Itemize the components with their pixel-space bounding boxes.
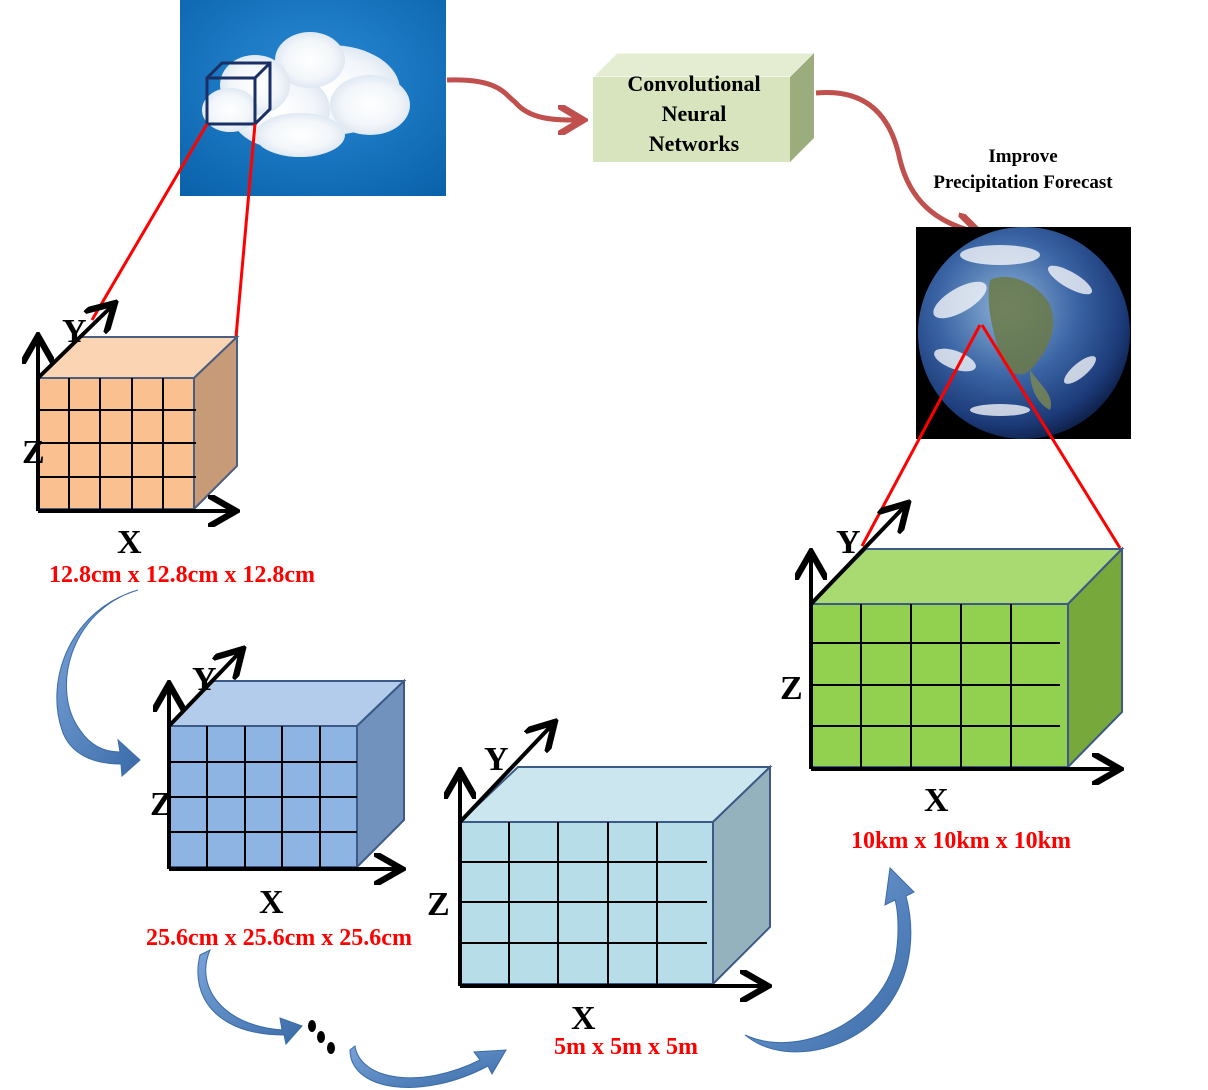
zoom-line-right: [234, 123, 257, 338]
arrow-cnn-to-earth: [815, 90, 975, 232]
arrow-lightblue-to-green: [744, 866, 915, 1053]
cloud-image: [180, 0, 446, 196]
cube-orange: Y Z X 12.8cm x 12.8cm x 12.8cm: [22, 306, 315, 588]
lightblue-axis-y: Y: [484, 741, 509, 778]
blue-axis-x: X: [259, 884, 284, 921]
orange-axis-z: Z: [22, 434, 45, 471]
lightblue-axis-z: Z: [427, 886, 450, 923]
blue-axis-y: Y: [192, 661, 217, 698]
blue-size-label: 25.6cm x 25.6cm x 25.6cm: [146, 925, 412, 951]
earth-zoom-line-right: [980, 324, 1122, 549]
blue-axis-z: Z: [150, 786, 173, 823]
cnn-box: Convolutional Neural Networks: [591, 52, 816, 162]
caption-line2: Precipitation Forecast: [933, 172, 1113, 193]
green-size-label: 10km x 10km x 10km: [851, 828, 1071, 854]
arrow-orange-to-blue: [56, 589, 141, 778]
cube-lightblue: Y Z X 5m x 5m x 5m: [427, 725, 773, 1060]
cnn-label-line3: Networks: [649, 131, 740, 156]
arrow-ellipsis-to-lightblue: [349, 1045, 507, 1088]
cnn-label-line1: Convolutional: [627, 71, 760, 96]
orange-axis-x: X: [117, 524, 142, 561]
caption-line1: Improve: [988, 146, 1057, 167]
cnn-label-line2: Neural: [662, 101, 727, 126]
arrow-cloud-to-cnn: [446, 77, 578, 120]
sample-cube-icon: [205, 61, 272, 126]
orange-axis-y: Y: [62, 313, 87, 350]
cube-green: Y Z X 10km x 10km x 10km: [780, 506, 1125, 854]
arrow-blue-to-ellipsis: [197, 948, 303, 1046]
green-axis-z: Z: [780, 670, 803, 707]
earth-image: [916, 227, 1131, 439]
zoom-line-left: [90, 123, 209, 321]
green-axis-y: Y: [836, 524, 861, 561]
cube-blue: Y Z X 25.6cm x 25.6cm x 25.6cm: [146, 652, 412, 951]
orange-size-label: 12.8cm x 12.8cm x 12.8cm: [49, 562, 315, 588]
lightblue-size-label: 5m x 5m x 5m: [554, 1034, 698, 1060]
green-axis-x: X: [924, 782, 949, 819]
ellipsis-dots: [308, 1020, 335, 1054]
lightblue-axis-x: X: [571, 1000, 596, 1037]
